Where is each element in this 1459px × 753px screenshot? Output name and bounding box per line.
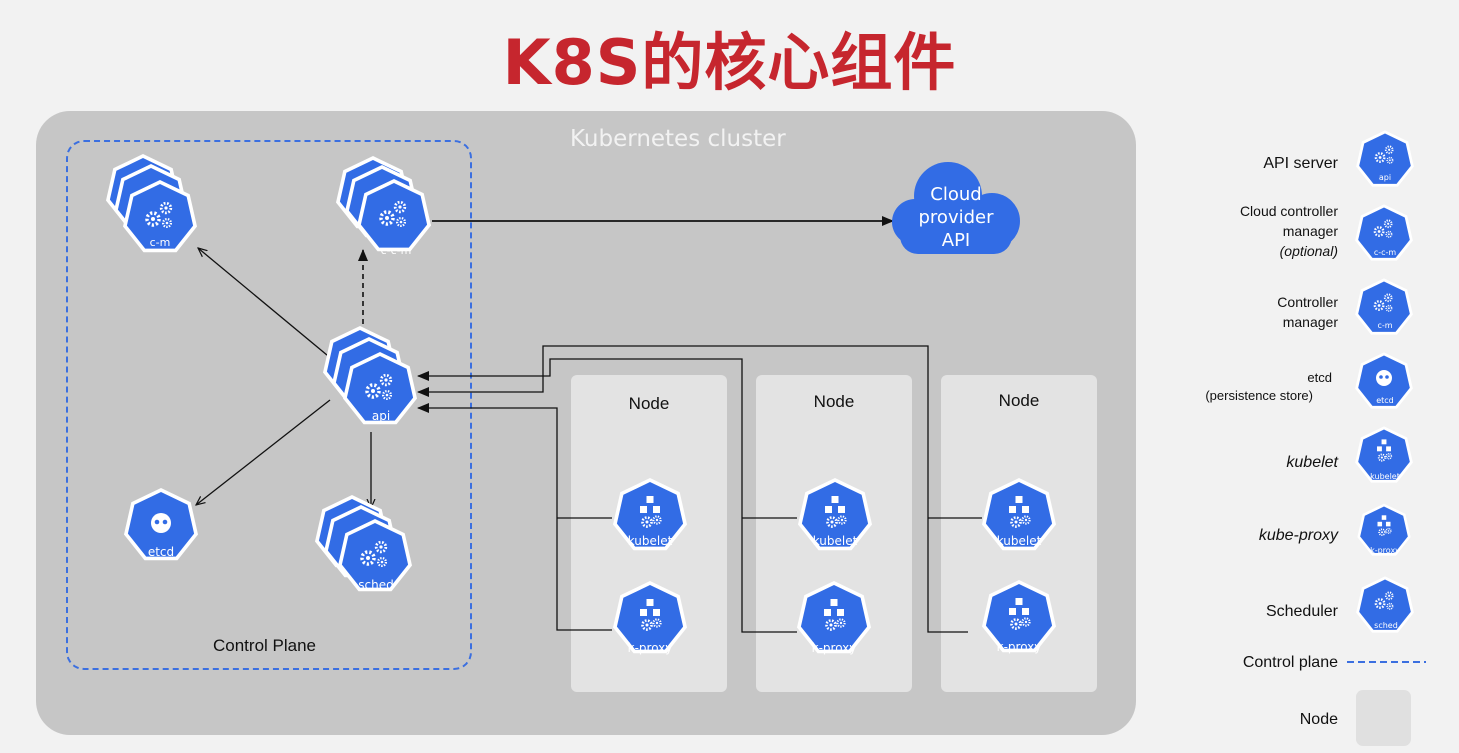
kproxy-label-node-3: k-proxy [997, 640, 1042, 654]
ccm-icon-stack [336, 156, 431, 252]
control-plane-label: Control Plane [213, 636, 317, 655]
legend-kube-proxy: kube-proxy [1258, 527, 1338, 544]
legend-api-server: API server [1263, 155, 1338, 172]
legend-ccm-line-2: manager [1282, 223, 1338, 239]
sched-icon-label: sched [358, 578, 393, 592]
legend-api-icon-label: api [1379, 173, 1391, 182]
kproxy-label-node-1: k-proxy [628, 641, 673, 655]
legend-scheduler: Scheduler [1265, 603, 1338, 620]
arrow-api-to-cm [198, 248, 340, 366]
cluster-title: Kubernetes cluster [570, 126, 786, 152]
node-label-1: Node [628, 394, 670, 413]
etcd-icon [124, 488, 198, 561]
api-icon-label: api [372, 409, 390, 423]
sched-icon-stack [315, 495, 412, 592]
ccm-icon-label: c-c-m [381, 244, 412, 257]
legend-node-swatch [1356, 690, 1411, 746]
legend-etcd-line-2: (persistence store) [1205, 388, 1313, 403]
legend-etcd-icon [1355, 352, 1413, 409]
connector-node-2 [417, 358, 797, 633]
legend-kproxy-icon-label: k-proxy [1370, 546, 1400, 555]
legend-ccm-line-1: Cloud controller [1239, 203, 1338, 219]
legend-cm-icon-label: c-m [1377, 321, 1392, 330]
legend-ccm-line-3: (optional) [1279, 243, 1338, 259]
cm-icon-label: c-m [150, 236, 171, 249]
legend-etcd-icon-label: etcd [1376, 396, 1394, 405]
arrow-api-to-etcd [196, 399, 331, 505]
kubelet-label-node-3: kubelet [997, 534, 1042, 548]
cloud-line-3: API [942, 230, 970, 251]
kubelet-label-node-2: kubelet [813, 534, 858, 548]
node-label-2: Node [813, 392, 855, 411]
legend-control-plane: Control plane [1242, 654, 1338, 671]
kproxy-label-node-2: k-proxy [812, 641, 857, 655]
legend-sched-icon-label: sched [1374, 621, 1398, 630]
legend-kubelet: kubelet [1286, 454, 1338, 471]
legend-etcd-line-1: etcd [1307, 370, 1332, 385]
kubelet-label-node-1: kubelet [628, 534, 673, 548]
api-icon-stack [323, 326, 417, 425]
cloud-icon [892, 162, 1020, 254]
cloud-line-2: provider [919, 207, 995, 228]
control-plane-box [66, 140, 472, 670]
legend-ccm-icon-label: c-c-m [1374, 248, 1397, 257]
connector-node-3 [417, 345, 968, 633]
cloud-line-1: Cloud [930, 184, 981, 205]
etcd-icon-label: etcd [148, 545, 174, 559]
node-label-3: Node [998, 391, 1040, 410]
page-title: K8S的核心组件 [502, 26, 957, 99]
legend-cm-line-2: manager [1282, 314, 1338, 330]
legend-kubelet-icon-label: kubelet [1370, 472, 1400, 481]
legend-cm-line-1: Controller [1277, 294, 1338, 310]
connector-node-1 [417, 403, 612, 631]
legend-node: Node [1299, 711, 1338, 728]
